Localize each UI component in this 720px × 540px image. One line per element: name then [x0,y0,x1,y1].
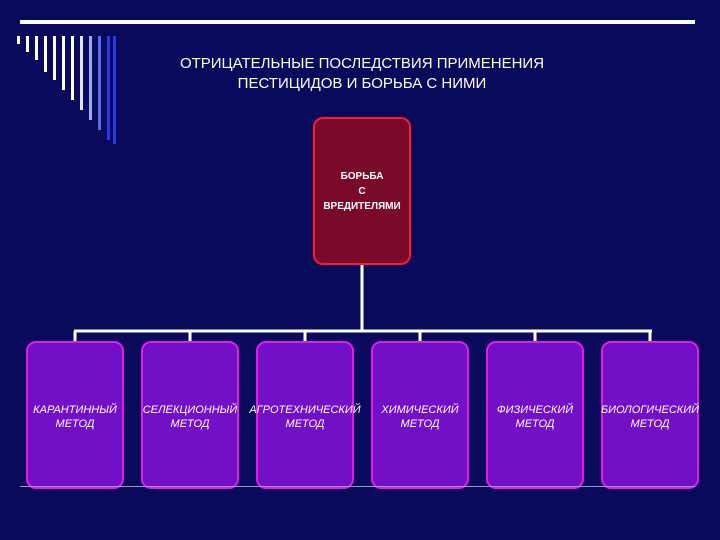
slide-title: ОТРИЦАТЕЛЬНЫЕ ПОСЛЕДСТВИЯ ПРИМЕНЕНИЯ ПЕС… [112,54,612,94]
top-rule [20,20,695,24]
root-node-label: БОРЬБА С ВРЕДИТЕЛЯМИ [323,170,401,212]
method-node-agrotechnical [256,341,354,489]
method-label-quarantine: КАРАНТИННЫЙ МЕТОД [33,404,117,430]
bottom-rule [20,486,695,487]
method-node-physical [486,341,584,489]
method-label-agrotechnical: АГРОТЕХНИЧЕСКИЙ МЕТОД [249,404,361,430]
title-line-1: ОТРИЦАТЕЛЬНЫЕ ПОСЛЕДСТВИЯ ПРИМЕНЕНИЯ [179,55,545,72]
method-node-biological [601,341,699,489]
method-label-chemical: ХИМИЧЕСКИЙ МЕТОД [381,404,459,430]
decorative-stripes [17,36,116,144]
method-label-selection: СЕЛЕКЦИОННЫЙ МЕТОД [142,404,238,430]
method-label-physical: ФИЗИЧЕСКИЙ МЕТОД [496,404,574,430]
title-line-2: ПЕСТИЦИДОВ И БОРЬБА С НИМИ [237,75,487,92]
method-node-chemical [371,341,469,489]
method-node-selection [141,341,239,489]
method-node-quarantine [26,341,124,489]
method-label-biological: БИОЛОГИЧЕСКИЙ МЕТОД [600,404,700,430]
root-node: БОРЬБА С ВРЕДИТЕЛЯМИ [313,117,411,265]
